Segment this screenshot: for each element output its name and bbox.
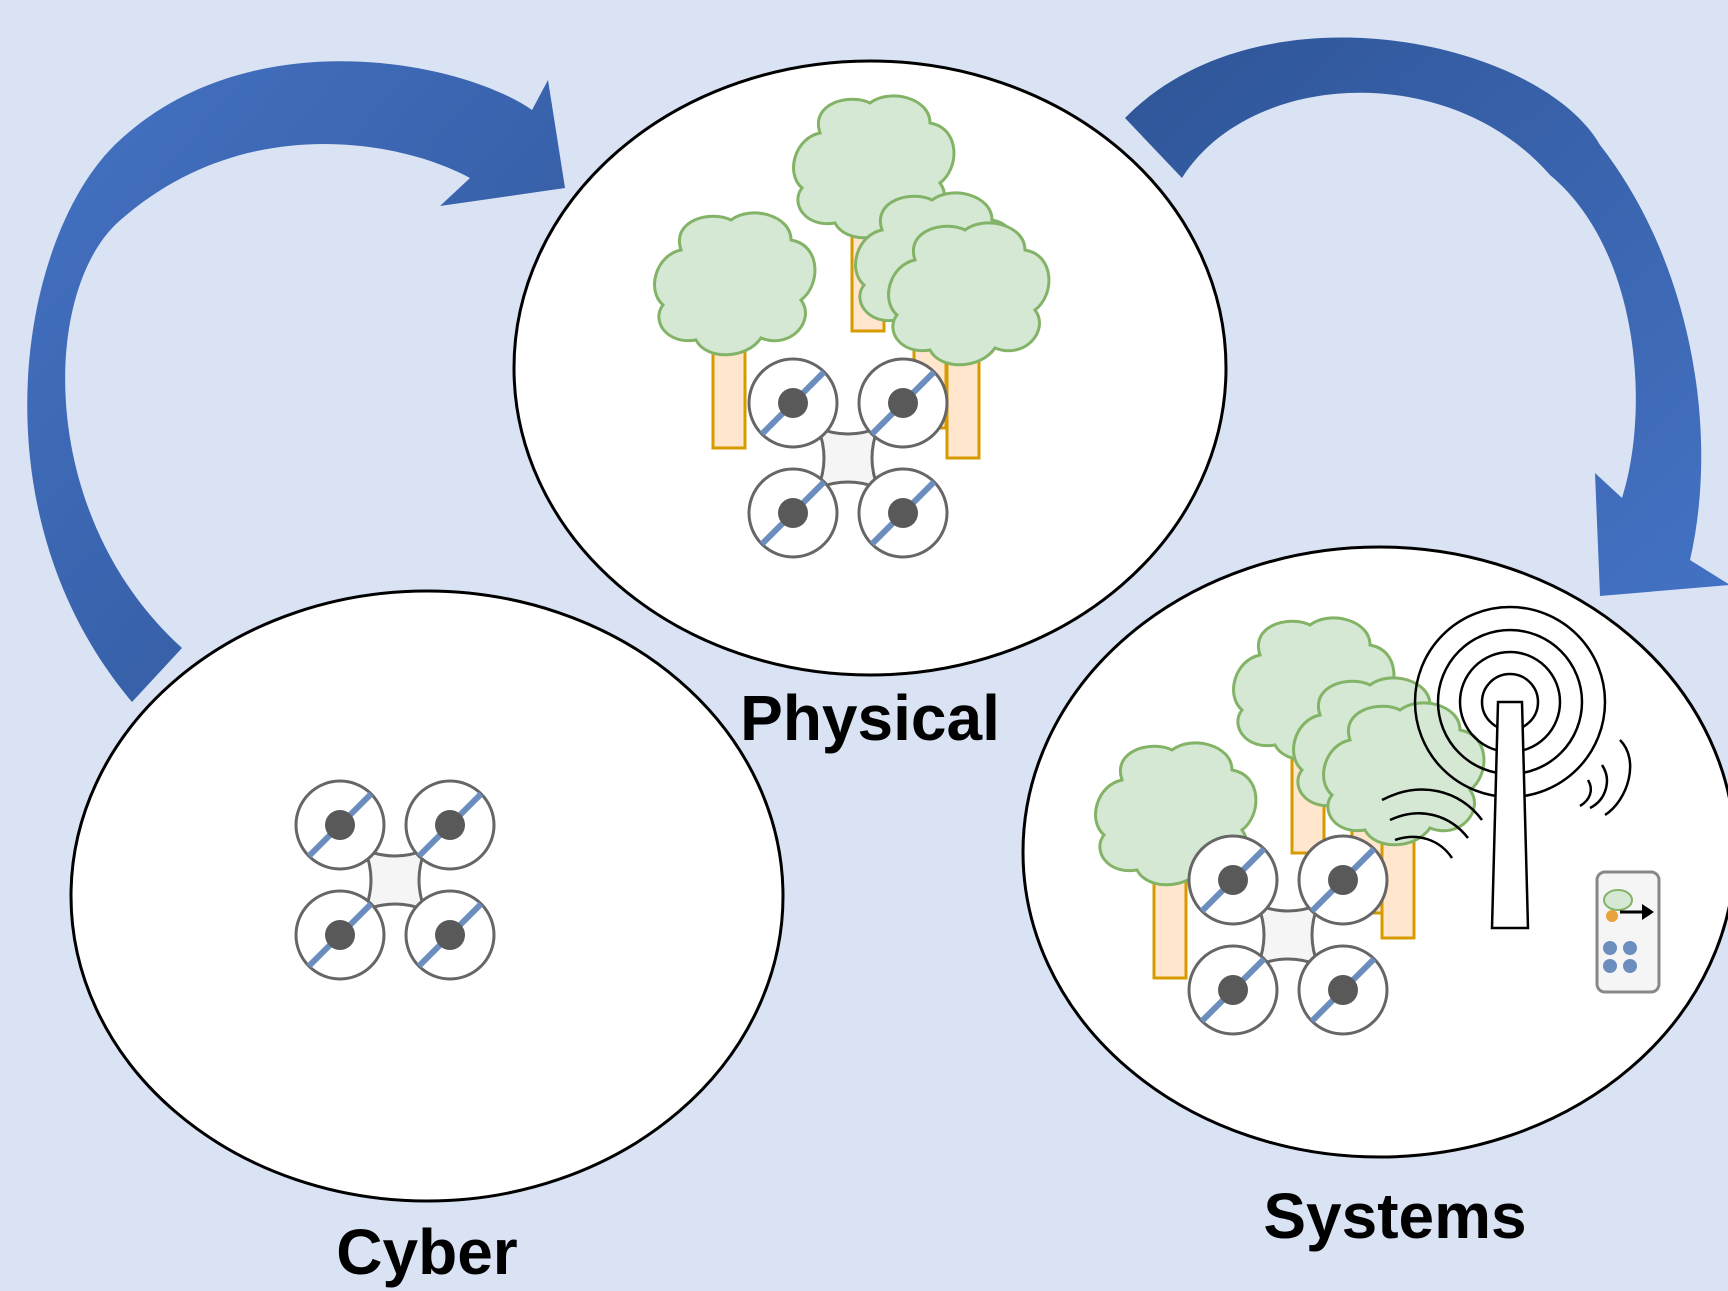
radio-tower-icon	[1381, 605, 1632, 930]
systems-label: Systems	[1263, 1180, 1526, 1252]
physical-circle	[512, 59, 1228, 677]
cycle-arrow-physical-to-systems	[1125, 37, 1728, 596]
physical-label: Physical	[740, 682, 1000, 754]
mobile-app-icon	[1595, 870, 1661, 994]
cycle-arrow-cyber-to-physical	[27, 61, 565, 703]
cyber-label: Cyber	[336, 1216, 517, 1288]
